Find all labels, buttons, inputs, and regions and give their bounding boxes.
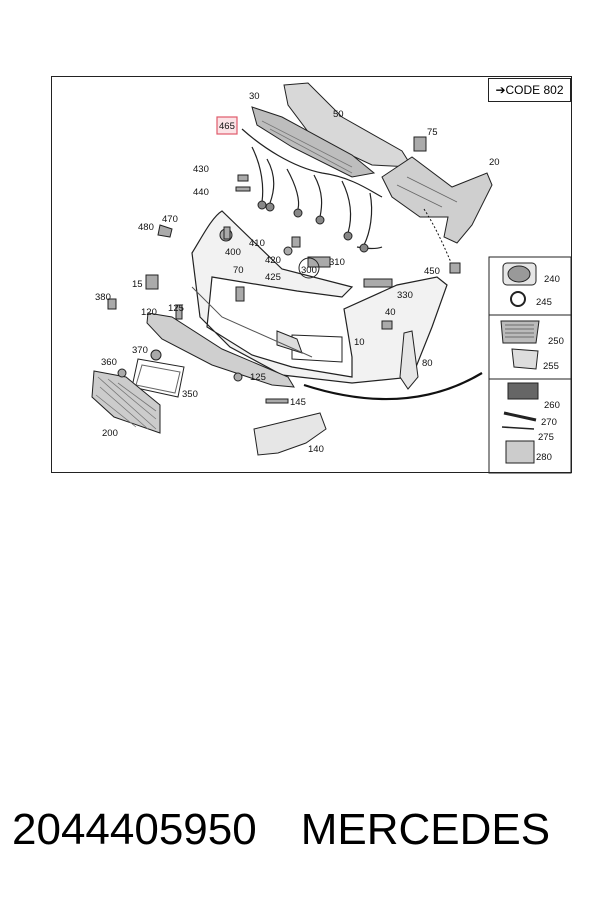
code-label-box: ➔CODE 802 (488, 78, 571, 102)
callout-circle (298, 257, 320, 279)
small-hardware (107, 136, 461, 404)
parts-diagram: 465 30 50 75 20 430 440 480 470 400 410 … (51, 76, 572, 474)
callout: 260 (544, 400, 560, 411)
callout: 450 (424, 266, 440, 277)
side-panels (488, 256, 572, 474)
callout: 270 (541, 417, 557, 428)
bumper-beam (251, 82, 413, 178)
callout: 140 (308, 444, 324, 455)
callout: 245 (536, 297, 552, 308)
callout: 70 (233, 265, 244, 276)
callout: 370 (132, 345, 148, 356)
callout: 470 (162, 214, 178, 225)
callout: 40 (385, 307, 396, 318)
callout: 410 (249, 238, 265, 249)
code-label: ➔CODE 802 (495, 83, 564, 97)
callout: 420 (265, 255, 281, 266)
callout: 50 (333, 109, 344, 120)
wiring-harness (241, 128, 383, 250)
lower-side-panel (253, 412, 327, 456)
mesh-grille (91, 370, 161, 434)
callout: 310 (329, 257, 345, 268)
callout: 440 (193, 187, 209, 198)
highlight-box (216, 116, 238, 135)
lower-spoiler (146, 312, 295, 388)
callout: 425 (265, 272, 281, 283)
callout: 80 (422, 358, 433, 369)
callout: 280 (536, 452, 552, 463)
license-plate-holder (131, 358, 185, 398)
footer: 2044405950 MERCEDES (12, 798, 592, 862)
callout: 20 (489, 157, 500, 168)
callout: 480 (138, 222, 154, 233)
brand-name: MERCEDES (300, 805, 551, 854)
callout: 200 (102, 428, 118, 439)
parking-sensors (257, 200, 369, 253)
callout: 330 (397, 290, 413, 301)
callout: 400 (225, 247, 241, 258)
right-bracket (381, 156, 493, 244)
callout: 125 (250, 372, 266, 383)
callout: 30 (249, 91, 260, 102)
callout-labels: 30 50 75 20 430 440 480 470 400 410 420 … (95, 91, 564, 463)
callout: 360 (101, 357, 117, 368)
callout: 240 (544, 274, 560, 285)
callout: 430 (193, 164, 209, 175)
callout: 125 (168, 303, 184, 314)
callout-465: 465 (219, 121, 235, 132)
part-number: 2044405950 (12, 805, 257, 854)
side-bracket (399, 330, 419, 390)
diagram-drawing: 465 30 50 75 20 430 440 480 470 400 410 … (91, 82, 572, 474)
callout: 120 (141, 307, 157, 318)
callout: 300 (301, 265, 317, 276)
callout: 250 (548, 336, 564, 347)
callout: 145 (290, 397, 306, 408)
callout: 75 (427, 127, 438, 138)
cable-line (303, 372, 483, 401)
callout: 350 (182, 389, 198, 400)
callout: 380 (95, 292, 111, 303)
callout: 275 (538, 432, 554, 443)
callout: 15 (132, 279, 143, 290)
callout: 255 (543, 361, 559, 372)
callout: 10 (354, 337, 365, 348)
